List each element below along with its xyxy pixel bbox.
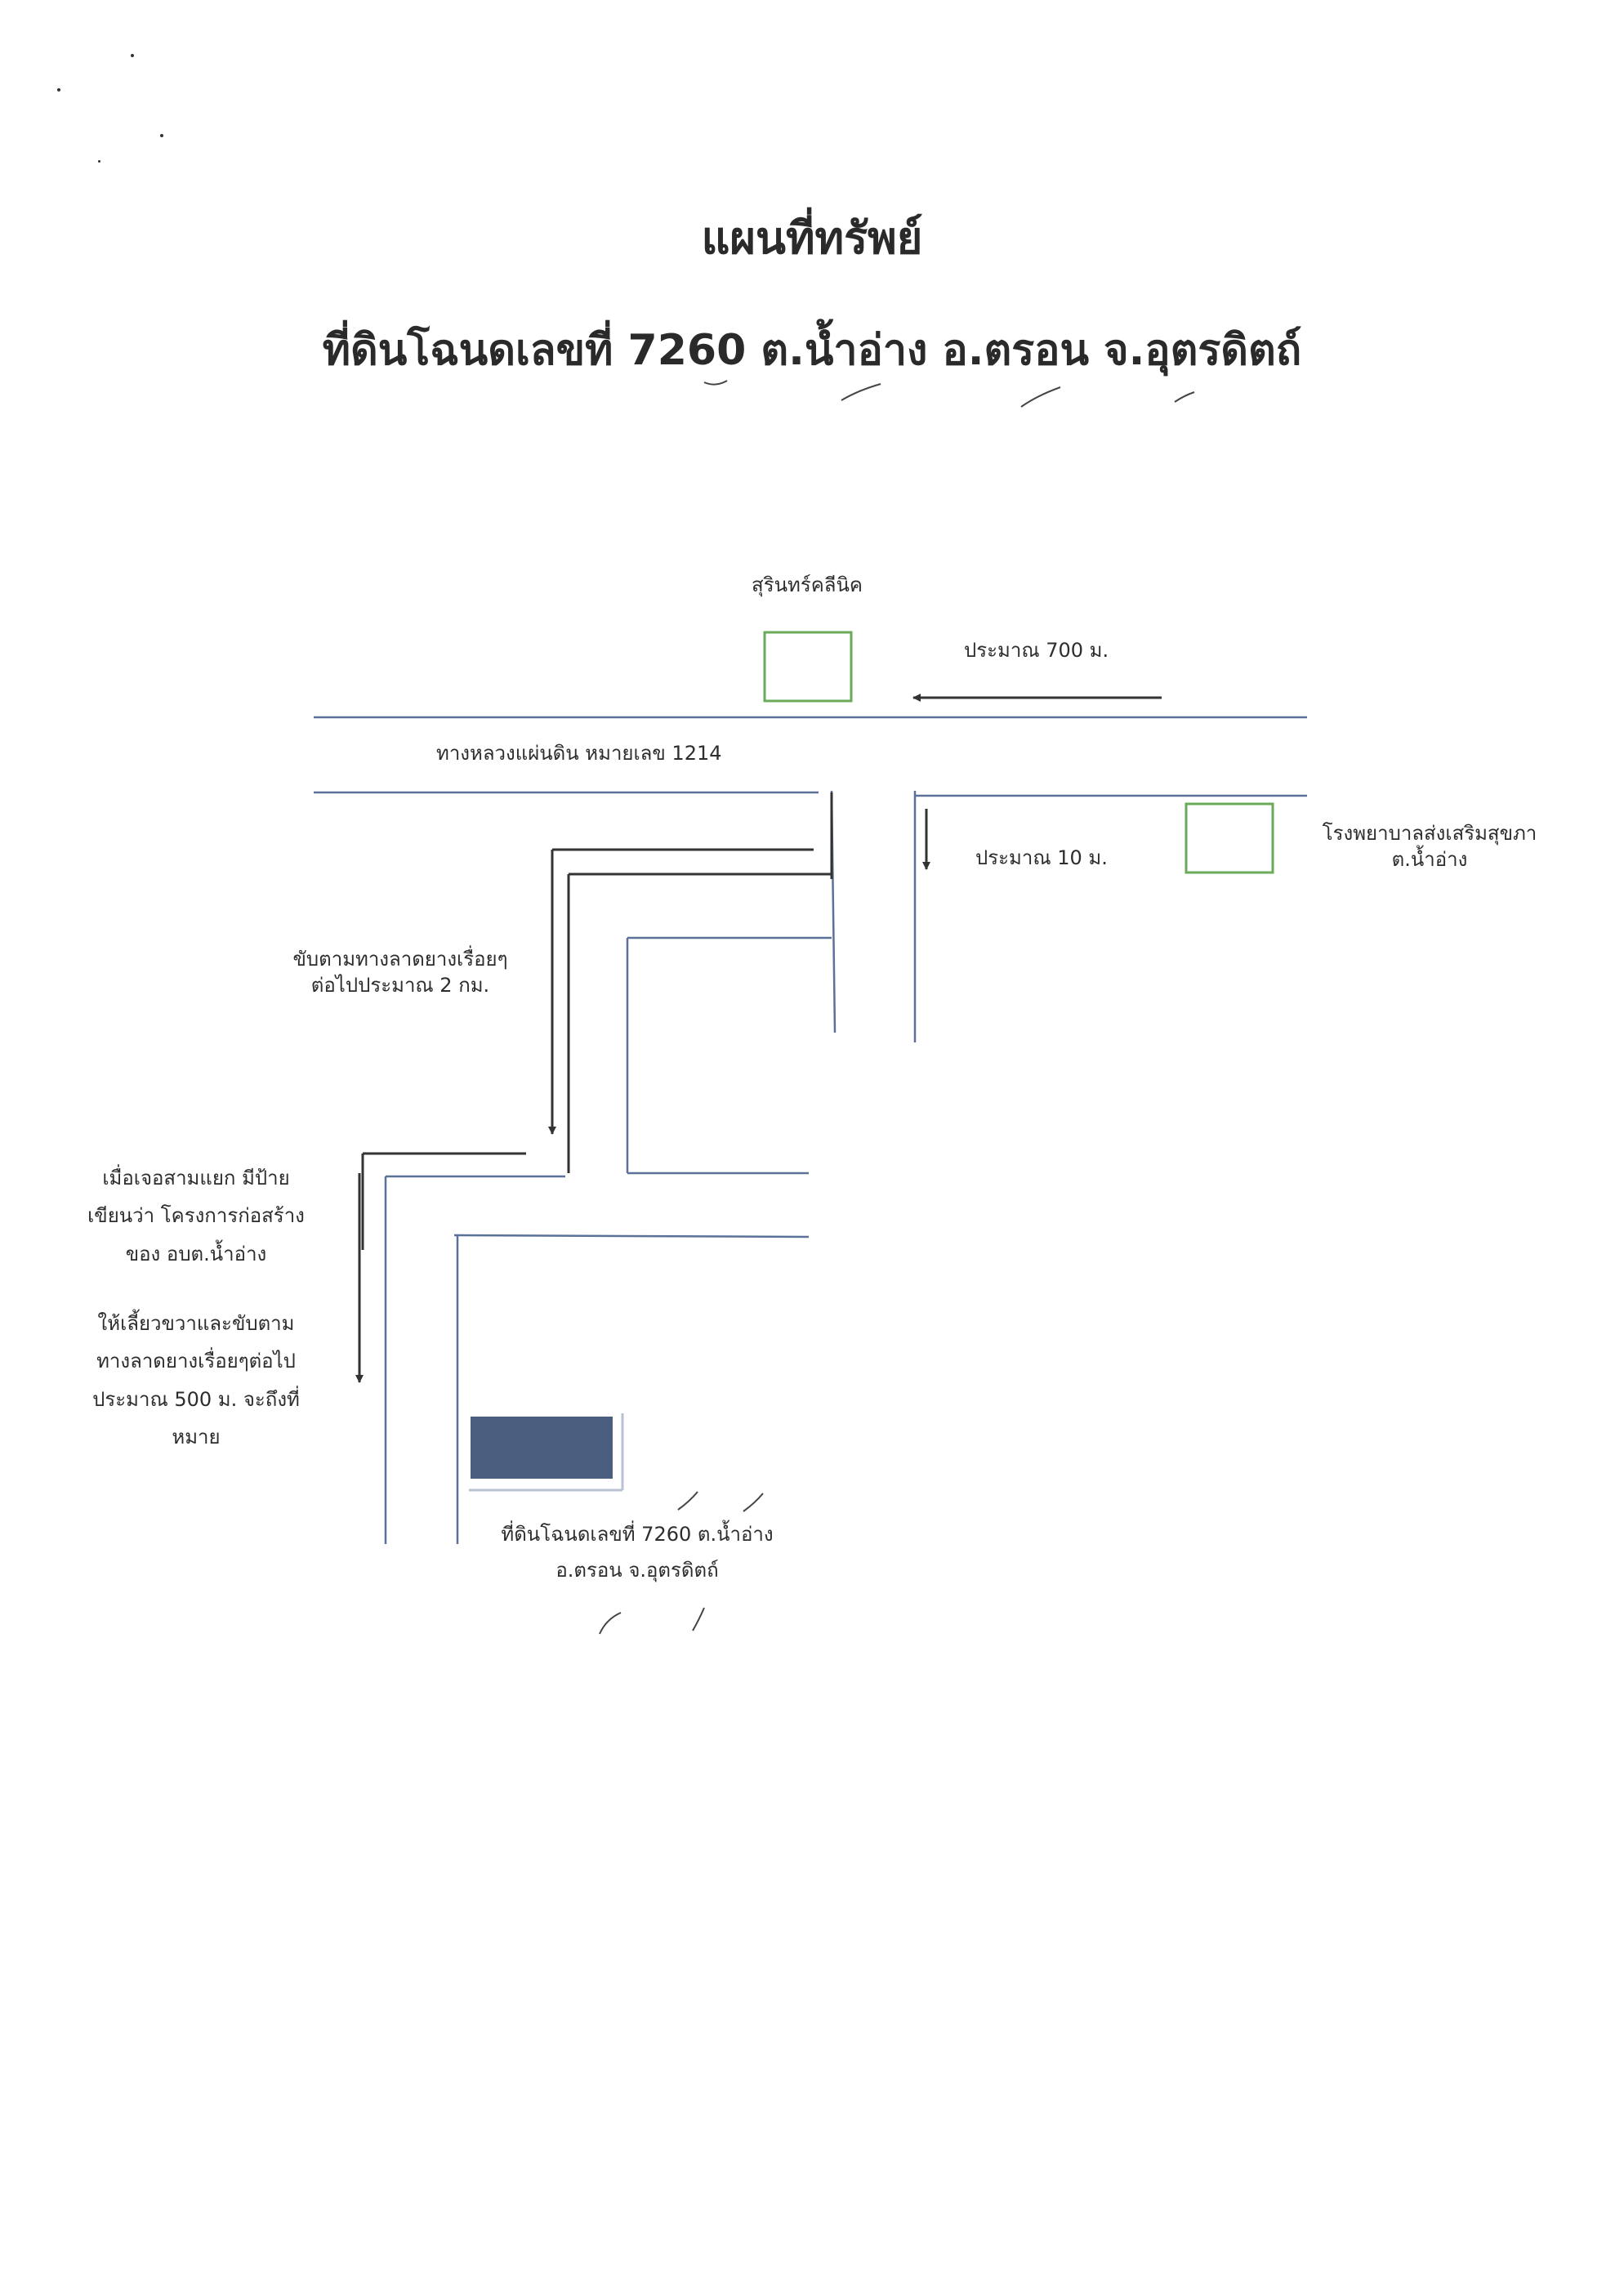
page-subtitle: ที่ดินโฉนดเลขที่ 7260 ต.น้ำอ่าง อ.ตรอน จ…: [322, 326, 1302, 375]
distance-700m-label: ประมาณ 700 ม.: [964, 639, 1109, 662]
property-plot: [471, 1417, 613, 1479]
scan-speck: [131, 54, 134, 57]
scan-speck: [57, 88, 60, 91]
direction-step-3: ให้เลี้ยวขวาและขับตาม ทางลาดยางเรื่อยๆต่…: [92, 1312, 300, 1449]
handwritten-marks-top: [703, 380, 1195, 408]
handwritten-marks-bottom: [599, 1491, 764, 1635]
clinic-label: สุรินทร์คลีนิค: [752, 574, 863, 596]
page-title: แผนที่ทรัพย์: [701, 212, 923, 264]
direction-step-1: ขับตามทางลาดยางเรื่อยๆ ต่อไปประมาณ 2 กม.: [292, 948, 508, 997]
direction-step-2: เมื่อเจอสามแยก มีป้าย เขียนว่า โครงการก่…: [87, 1167, 305, 1265]
clinic-marker: [763, 631, 853, 703]
highway-label: ทางหลวงแผ่นดิน หมายเลข 1214: [436, 742, 722, 765]
route-path: [361, 792, 833, 1250]
side-road-west-edges: [384, 790, 837, 1544]
property-label: ที่ดินโฉนดเลขที่ 7260 ต.น้ำอ่าง อ.ตรอน จ…: [501, 1523, 774, 1582]
property-plot-border: [469, 1413, 624, 1492]
distance-10m-label: ประมาณ 10 ม.: [975, 846, 1108, 869]
hospital-label: โรงพยาบาลส่งเสริมสุขภา ต.น้ำอ่าง: [1322, 822, 1537, 872]
scan-speck: [98, 160, 100, 163]
scan-speck: [160, 134, 163, 137]
hospital-marker: [1185, 802, 1274, 874]
highway-road: [314, 716, 1307, 797]
